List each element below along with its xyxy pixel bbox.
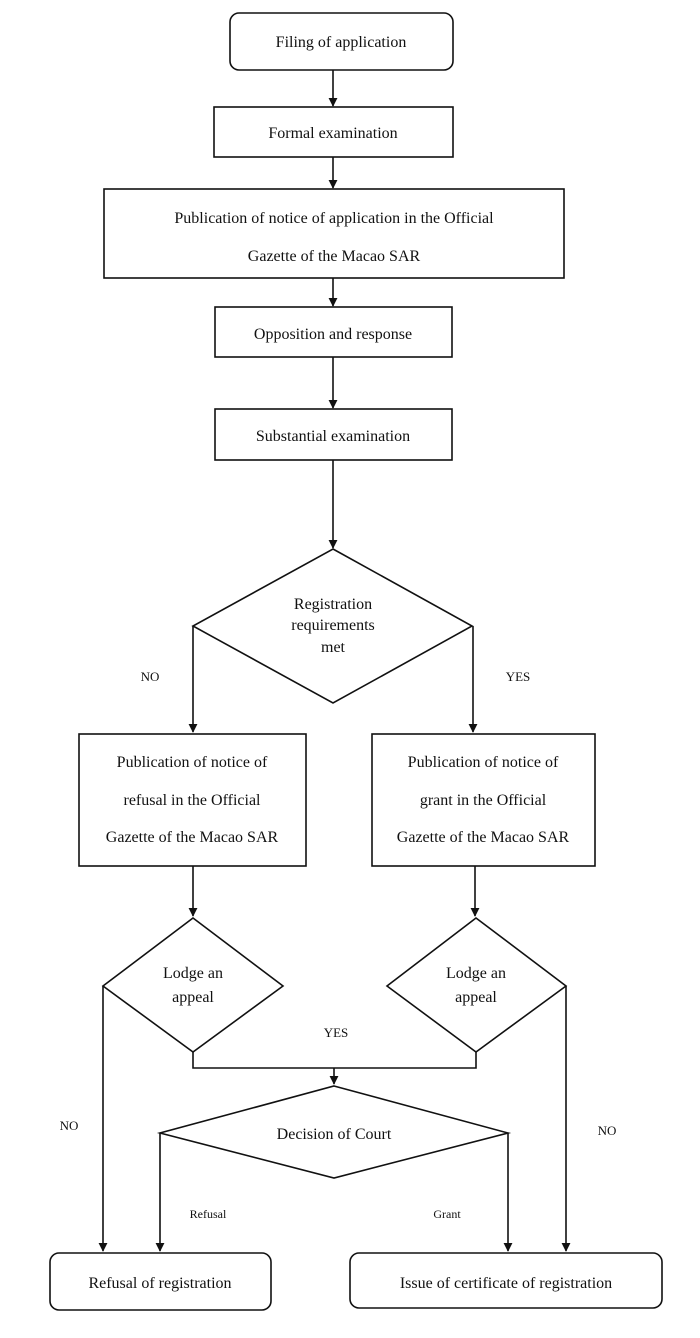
appeal-right-label-line-2: appeal	[455, 989, 497, 1006]
node-formal-exam: Formal examination	[213, 106, 454, 158]
issue-certificate-label: Issue of certificate of registration	[400, 1275, 612, 1292]
filing-label: Filing of application	[276, 34, 407, 51]
publication-label-line-1: Publication of notice of application in …	[174, 210, 494, 227]
grant-notice-label-line-2: grant in the Official	[420, 792, 547, 809]
requirements-no-label: NO	[141, 669, 160, 684]
formal-exam-label: Formal examination	[268, 125, 397, 142]
refusal-registration-label: Refusal of registration	[88, 1275, 231, 1292]
formal-exam-box	[213, 106, 454, 158]
court-diamond	[156, 1085, 512, 1179]
substantial-exam-box	[214, 408, 453, 461]
node-substantial-exam: Substantial examination	[214, 408, 453, 461]
decision-court: Decision of Court	[156, 1085, 512, 1179]
appeal-left-label-line-1: Lodge an	[163, 965, 223, 982]
requirements-yes-label: YES	[506, 669, 531, 684]
appeal-left-label-line-2: appeal	[172, 989, 214, 1006]
appeal-right-diamond	[385, 916, 568, 1053]
requirements-label-line-2: requirements	[291, 617, 375, 634]
opposition-label: Opposition and response	[254, 326, 412, 343]
grant-notice-label-line-1: Publication of notice of	[408, 754, 559, 771]
node-refusal-notice: Publication of notice of refusal in the …	[78, 733, 307, 867]
filing-terminal-shape	[229, 12, 454, 71]
substantial-exam-label: Substantial examination	[256, 428, 410, 445]
node-publication: Publication of notice of application in …	[103, 188, 565, 279]
refusal-notice-label-line-2: refusal in the Official	[124, 792, 262, 809]
line-appeals-join	[192, 1052, 477, 1069]
issue-certificate-terminal	[349, 1252, 663, 1309]
court-refusal-label: Refusal	[190, 1207, 227, 1221]
connectors	[98, 70, 571, 1252]
appeal-right-no-label: NO	[598, 1123, 617, 1138]
appeal-left-diamond	[101, 916, 285, 1053]
requirements-diamond	[191, 548, 474, 704]
refusal-notice-box	[78, 733, 307, 867]
decision-appeal-right: Lodge an appeal	[385, 916, 568, 1053]
node-opposition: Opposition and response	[214, 306, 453, 358]
node-refusal-registration: Refusal of registration	[49, 1252, 272, 1311]
court-grant-label: Grant	[433, 1207, 461, 1221]
requirements-label-line-1: Registration	[294, 596, 372, 613]
node-grant-notice: Publication of notice of grant in the Of…	[371, 733, 596, 867]
refusal-notice-label-line-3: Gazette of the Macao SAR	[106, 829, 279, 846]
grant-notice-label-line-3: Gazette of the Macao SAR	[397, 829, 570, 846]
requirements-label-line-3: met	[321, 639, 346, 656]
appeal-yes-label: YES	[324, 1025, 349, 1040]
appeal-right-label-line-1: Lodge an	[446, 965, 506, 982]
node-issue-certificate: Issue of certificate of registration	[349, 1252, 663, 1309]
edge-labels: NO YES YES NO NO Refusal Grant	[60, 669, 617, 1221]
publication-label-line-2: Gazette of the Macao SAR	[248, 248, 421, 265]
refusal-registration-terminal	[49, 1252, 272, 1311]
node-filing: Filing of application	[229, 12, 454, 71]
decision-requirements: Registration requirements met	[191, 548, 474, 704]
publication-box	[103, 188, 565, 279]
decision-appeal-left: Lodge an appeal	[101, 916, 285, 1053]
refusal-notice-label-line-1: Publication of notice of	[117, 754, 268, 771]
grant-notice-box	[371, 733, 596, 867]
opposition-box	[214, 306, 453, 358]
appeal-left-no-label: NO	[60, 1118, 79, 1133]
court-label: Decision of Court	[277, 1126, 392, 1143]
